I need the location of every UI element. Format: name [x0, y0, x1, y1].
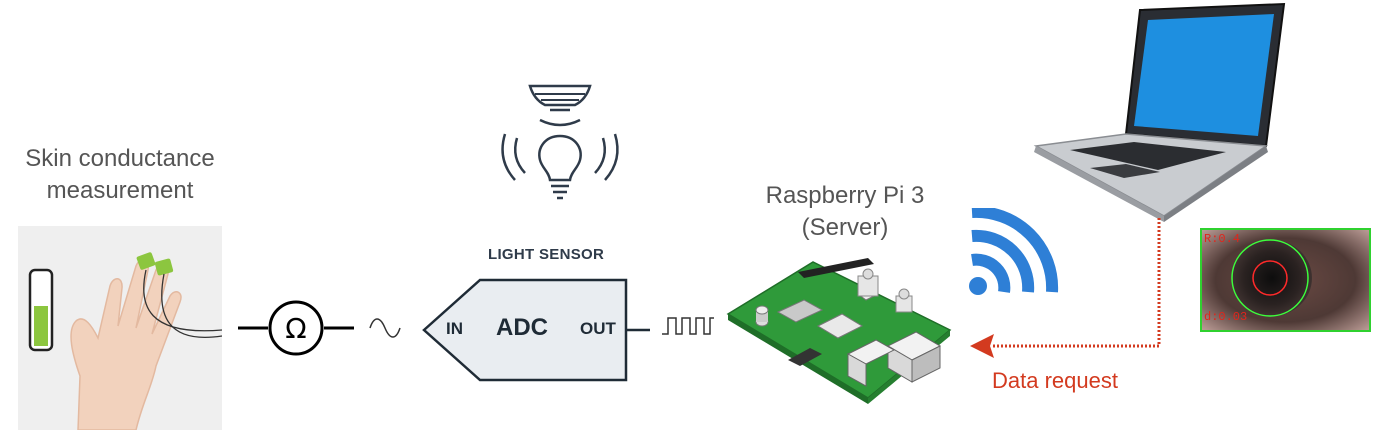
adc-out-label: OUT — [580, 319, 616, 338]
adc-in-label: IN — [446, 319, 463, 338]
lamp-light-icon — [495, 78, 625, 208]
skin-title-line1: Skin conductance — [25, 145, 215, 172]
raspberry-pi-title: Raspberry Pi 3 (Server) — [730, 180, 960, 244]
hand-electrodes-icon — [18, 226, 223, 431]
pi-title-line1: Raspberry Pi 3 — [765, 182, 925, 209]
pi-title-line2: (Server) — [801, 214, 889, 241]
square-wave-icon — [660, 314, 716, 338]
adc-block-icon — [410, 278, 660, 382]
skin-title-line2: measurement — [46, 177, 194, 204]
skin-conductance-title: Skin conductance measurement — [0, 143, 240, 207]
sine-wave-icon — [368, 316, 402, 340]
pupil-d-text: d:0.03 — [1204, 310, 1248, 324]
adc-label: ADC — [496, 314, 548, 341]
eye-tracking-image: R:0.4 d:0.03 — [1200, 228, 1371, 332]
raspberry-pi-board-icon — [718, 250, 958, 410]
data-request-label: Data request — [992, 368, 1118, 393]
svg-text:Ω: Ω — [285, 312, 306, 345]
ohmmeter-icon: Ω — [236, 298, 356, 358]
pupil-r-text: R:0.4 — [1204, 232, 1241, 246]
light-sensor-title: LIGHT SENSOR — [488, 246, 605, 263]
data-request-arrow — [964, 214, 1174, 364]
wifi-icon — [964, 205, 1064, 304]
laptop-icon — [1030, 2, 1290, 222]
